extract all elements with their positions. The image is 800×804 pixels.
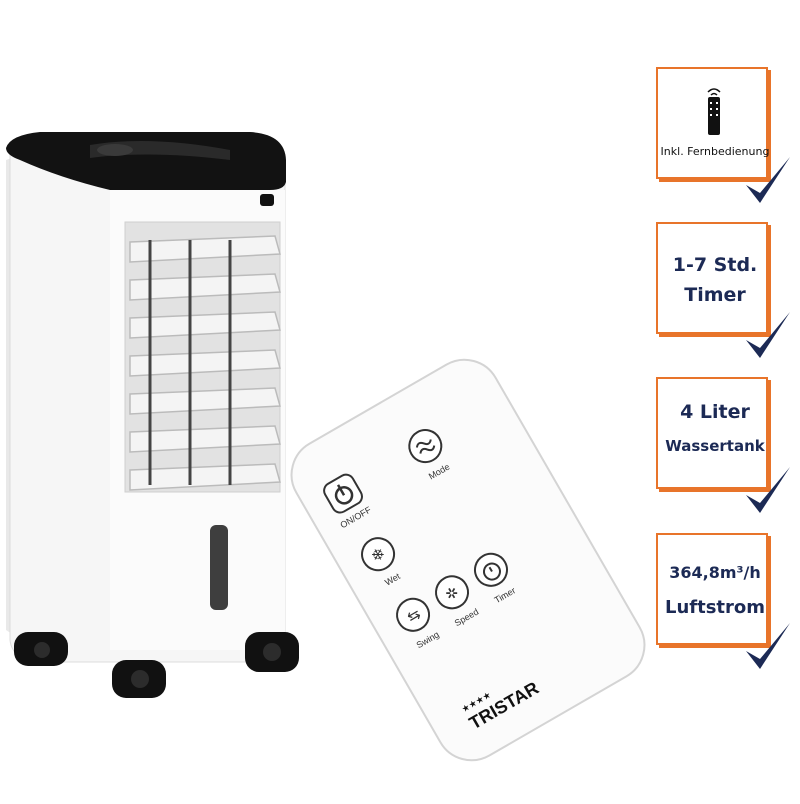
feature-airflow: 364,8m³/h Luftstrom [656, 533, 790, 669]
remote-icon [707, 88, 721, 135]
remote-control: ON/OFF Mode ❄ Wet ⇆ Swing ✲ Speed [290, 358, 646, 762]
feature-text: 364,8m³/h [669, 563, 761, 582]
feature-text: 4 Liter [680, 401, 750, 423]
feature-text: 1-7 Std. [672, 254, 758, 276]
checkmark-icon [746, 623, 790, 669]
feature-frame [656, 377, 768, 489]
feature-water-tank: 4 Liter Wassertank [656, 377, 790, 513]
checkmark-icon [746, 157, 790, 203]
air-cooler [6, 132, 299, 698]
feature-timer: 1-7 Std. Timer [656, 222, 790, 358]
louvres [129, 235, 281, 491]
feature-frame [656, 222, 768, 334]
feature-text: Timer [684, 284, 746, 306]
checkmark-icon [746, 312, 790, 358]
feature-text: Wassertank [665, 437, 765, 455]
wet-button[interactable]: ❄ Wet [356, 532, 409, 591]
clock-icon [482, 562, 501, 581]
wheels [14, 632, 299, 698]
checkmark-icon [746, 467, 790, 513]
feature-frame [656, 533, 768, 645]
feature-remote-included: Inkl. Fernbedienung [656, 67, 790, 203]
feature-text: Luftstrom [664, 597, 766, 618]
feature-text: Inkl. Fernbedienung [660, 145, 770, 158]
